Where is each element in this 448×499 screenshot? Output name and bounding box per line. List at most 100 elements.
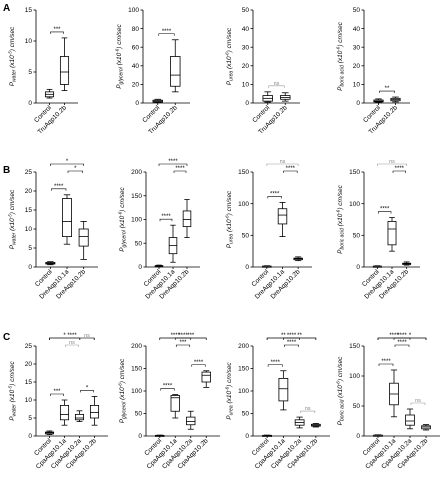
significance-label: **** [287, 340, 297, 346]
significance-bracket [50, 163, 84, 166]
y-tick-label: 5 [28, 415, 32, 422]
significance-label: ** [281, 333, 286, 339]
y-axis-label: Pboric acid (x10-6) cm/sec [336, 356, 346, 426]
y-tick-label: 60 [132, 44, 140, 51]
y-tick-label: 0 [135, 100, 139, 107]
y-tick-label: 10 [353, 82, 361, 89]
significance-label: ** [385, 86, 390, 92]
significance-label: *** [53, 27, 61, 33]
y-tick-label: 20 [25, 188, 33, 195]
y-tick-label: 40 [353, 26, 361, 33]
significance-bracket [191, 364, 206, 367]
box-cpaaqp10-2a [186, 416, 196, 426]
significance-label: *** [179, 340, 187, 346]
y-axis-label: Pglycerol (x10-6) cm/sec [118, 186, 128, 251]
y-tick-label: 30 [353, 44, 361, 51]
y-tick-label: 0 [356, 100, 360, 107]
y-tick-label: 50 [353, 7, 361, 14]
significance-bracket [377, 163, 407, 166]
significance-bracket [50, 393, 64, 396]
box-cpaaqp10-1a [170, 395, 180, 412]
y-tick-label: 200 [131, 343, 142, 350]
y-tick-label: 100 [128, 7, 139, 14]
significance-bracket [267, 196, 282, 199]
significance-label: **** [178, 333, 188, 339]
significance-bracket [392, 170, 406, 173]
significance-bracket [268, 85, 285, 88]
significance-bracket [284, 344, 299, 347]
y-tick-label: 20 [353, 63, 361, 70]
y-tick-label: 0 [245, 264, 249, 271]
significance-label: **** [271, 360, 281, 366]
significance-bracket [283, 170, 298, 173]
panel-label-a: A [3, 3, 10, 14]
box-dreaqp10-1a [387, 220, 397, 246]
significance-label: ns [280, 159, 286, 165]
significance-bracket [50, 31, 64, 34]
y-tick-label: 10 [25, 38, 33, 45]
significance-bracket [266, 337, 317, 340]
significance-bracket [65, 344, 79, 347]
significance-label: **** [54, 184, 64, 190]
significance-label: * [74, 166, 77, 172]
significance-label: ns [84, 333, 90, 339]
significance-bracket [394, 344, 410, 347]
y-tick-label: 100 [349, 373, 360, 380]
y-axis-label: Purea (x10-6) cm/sec [225, 27, 235, 85]
significance-bracket [378, 363, 394, 366]
y-tick-label: 15 [25, 7, 33, 14]
y-axis-label: Purea (x10-6) cm/sec [225, 362, 235, 420]
y-tick-label: 50 [242, 411, 250, 418]
significance-label: * [66, 159, 69, 165]
significance-label: ns [69, 340, 75, 346]
significance-bracket [160, 388, 175, 391]
y-tick-label: 0 [28, 100, 32, 107]
significance-bracket [51, 188, 67, 191]
y-axis-label: Pboric acid (x10-6) cm/sec [336, 184, 346, 254]
y-tick-label: 10 [25, 226, 33, 233]
box-dreaqp10-1a [62, 198, 72, 238]
significance-bracket [80, 390, 94, 393]
y-tick-label: 150 [131, 366, 142, 373]
significance-label: * [86, 385, 89, 391]
box-truaqp10-2b [59, 56, 70, 85]
significance-bracket [158, 33, 175, 36]
significance-label: **** [395, 166, 405, 172]
significance-label: **** [397, 333, 407, 339]
significance-label: * [409, 333, 412, 339]
y-tick-label: 150 [238, 366, 249, 373]
box-truaqp10-2b [170, 56, 181, 87]
y-tick-label: 0 [28, 264, 32, 271]
box-cpaaqp10-2b [201, 371, 211, 383]
significance-label: * [63, 333, 66, 339]
significance-bracket [410, 402, 426, 405]
significance-label: **** [168, 159, 178, 165]
y-tick-label: 40 [132, 63, 140, 70]
box-cpaaqp10-1a [59, 404, 70, 421]
y-axis-label: Pwater (x10-5) cm/sec [8, 26, 18, 86]
y-tick-label: 20 [132, 82, 140, 89]
y-axis-label: Pglycerol (x10-6) cm/sec [118, 358, 128, 423]
y-tick-label: 25 [25, 169, 33, 176]
y-tick-label: 200 [238, 343, 249, 350]
significance-label: **** [171, 333, 181, 339]
y-tick-label: 50 [353, 233, 361, 240]
significance-bracket [49, 337, 95, 340]
significance-bracket [267, 364, 283, 367]
significance-bracket [377, 337, 427, 340]
y-tick-label: 100 [349, 201, 360, 208]
y-tick-label: 80 [132, 26, 140, 33]
significance-bracket [378, 211, 392, 214]
y-tick-label: 10 [25, 397, 33, 404]
significance-bracket [159, 218, 173, 222]
y-tick-label: 200 [131, 169, 142, 176]
box-cpaaqp10-1a [278, 377, 289, 402]
